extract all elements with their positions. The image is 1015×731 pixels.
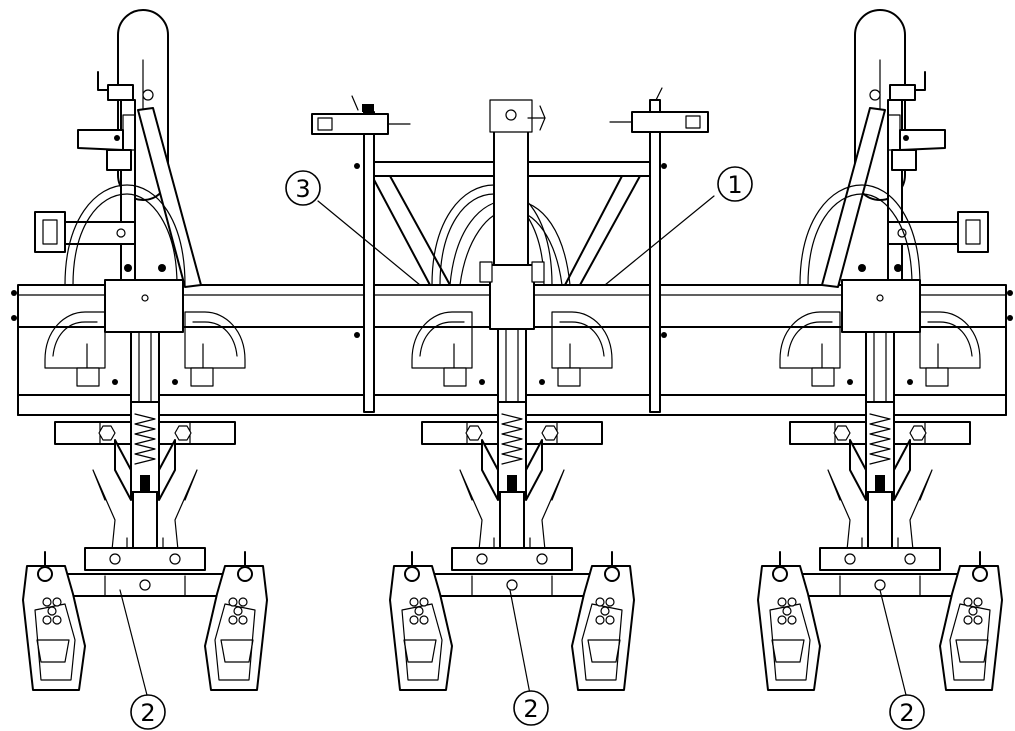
callout-shank-middle: 2	[513, 690, 549, 726]
centre-mast	[489, 99, 546, 266]
callout-shank-right-label: 2	[899, 699, 914, 727]
gauge-wheel-right	[821, 9, 989, 288]
callout-frame-label: 1	[727, 171, 742, 199]
callout-shank-left: 2	[130, 694, 166, 730]
callout-shank-right: 2	[889, 694, 925, 730]
callout-shank-left-label: 2	[140, 699, 155, 727]
row-unit-right	[757, 184, 1003, 691]
row-unit-left	[22, 184, 268, 691]
callout-strut-label: 3	[295, 175, 310, 203]
gauge-wheel-left	[34, 9, 202, 288]
callout-leaders	[119, 195, 908, 700]
callout-frame: 1	[717, 166, 753, 202]
callout-shank-middle-label: 2	[523, 695, 538, 723]
toolbar-clamps	[104, 243, 921, 333]
strut-right	[609, 87, 709, 413]
strut-left	[311, 95, 411, 413]
callout-strut: 3	[285, 170, 321, 206]
